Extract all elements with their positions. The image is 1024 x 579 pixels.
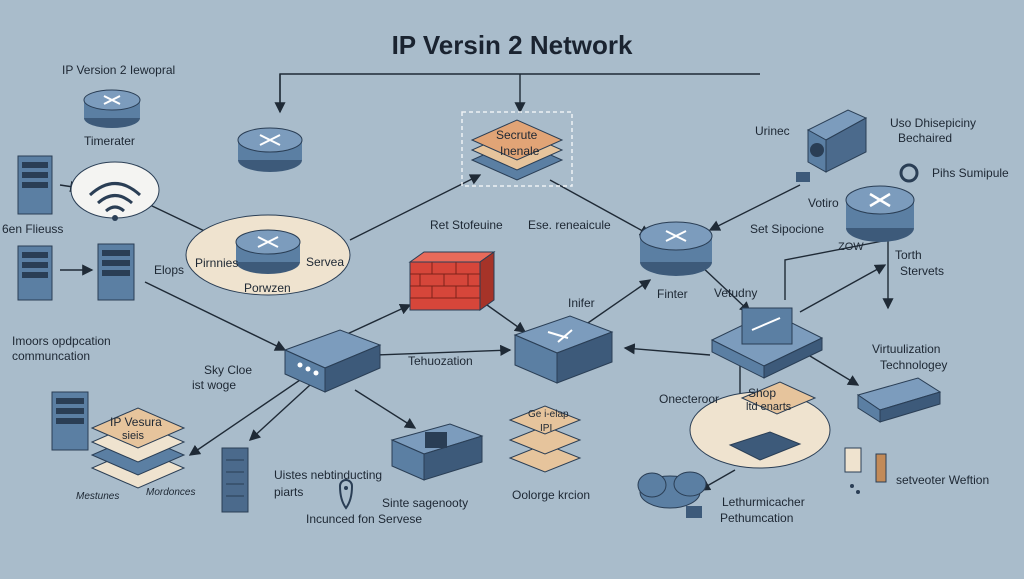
label-zow: ZOW xyxy=(838,241,864,253)
label-timerater: Timerater xyxy=(84,134,135,148)
ring-icon xyxy=(899,163,919,183)
diagram-title: IP Versin 2 Network xyxy=(391,30,633,60)
label-top-left: IP Version 2 Iewopral xyxy=(62,63,176,77)
label-lethurm: Lethurmicacher xyxy=(722,495,805,509)
label-inifer: Inifer xyxy=(568,296,595,310)
label-ese-reneaicule: Ese. reneaicule xyxy=(528,218,611,232)
shop-zone xyxy=(689,381,831,469)
label-mordonces: Mordonces xyxy=(146,487,196,498)
label-pethumcation: Pethumcation xyxy=(720,511,794,525)
connection-hub-finter xyxy=(584,279,652,326)
connection-box-hub xyxy=(623,343,711,356)
label-imoors: Imoors opdpcation xyxy=(12,334,111,348)
label-uso-dhisepiciny: Uso Dhisepiciny xyxy=(890,116,977,130)
label-finter: Finter xyxy=(657,287,688,301)
label-piarts: piarts xyxy=(274,485,304,499)
label-ret-stofeuine: Ret Stofeuine xyxy=(430,218,503,232)
connections xyxy=(59,73,894,491)
connection-switch-firewall xyxy=(344,304,412,336)
location-pin-icon xyxy=(338,479,354,510)
label-ip-vesura: IP Vesura xyxy=(110,415,162,429)
camera-icon xyxy=(796,109,868,182)
connection-server-switch xyxy=(144,281,287,351)
label-elops: Elops xyxy=(154,263,185,277)
label-sky-cloe: Sky Cloe xyxy=(204,363,253,377)
server-tower-icon xyxy=(221,447,249,513)
switch-icon xyxy=(283,329,382,393)
label-ipx: IPI xyxy=(540,423,553,434)
router-icon xyxy=(83,89,141,128)
router-icon xyxy=(639,221,713,276)
label-shop: Shop xyxy=(748,386,777,400)
wifi-icon xyxy=(70,161,160,221)
connection-switch-layers xyxy=(188,379,301,456)
server-icon xyxy=(17,155,53,215)
label-servea: Servea xyxy=(306,255,345,269)
connection-switch-device xyxy=(354,389,417,429)
label-sinte: Sinte sagenooty xyxy=(382,496,469,510)
label-secrute: Secrute xyxy=(496,128,538,142)
connection-torth-loop xyxy=(784,239,889,300)
label-set-sipocione: Set Sipocione xyxy=(750,222,825,236)
server-icon xyxy=(97,243,135,301)
label-communcation: communcation xyxy=(12,349,91,363)
connection-box-torth xyxy=(799,264,887,313)
label-ist-woge: ist woge xyxy=(192,378,237,392)
connection-switch-hub xyxy=(374,344,512,356)
switch-icon xyxy=(513,315,614,384)
setveoter-device-icon xyxy=(844,447,887,494)
label-torth: Torth xyxy=(895,248,922,262)
connection-firewall-hub xyxy=(479,299,527,333)
label-sieis: sieis xyxy=(122,430,145,442)
label-ltd-enarts: ltd enarts xyxy=(746,401,792,413)
ip-vesura-stack xyxy=(90,407,186,489)
server-icon xyxy=(17,245,53,301)
connection-router-secrute xyxy=(349,174,482,241)
label-virtualization: Virtuulization xyxy=(872,342,941,356)
server-icon xyxy=(51,391,89,451)
ge-elap-stack xyxy=(508,405,582,473)
label-pihs-sumipule: Pihs Sumipule xyxy=(932,166,1009,180)
label-porwzen: Porwzen xyxy=(244,281,291,295)
virtualization-device-icon xyxy=(856,377,942,423)
router-icon xyxy=(237,127,303,172)
label-bechaired: Bechaired xyxy=(898,131,953,145)
connection-finter-box xyxy=(699,264,752,313)
connection-camera-finter xyxy=(708,184,801,231)
label-incunced: Incunced fon Servese xyxy=(306,512,423,526)
cloud-icon xyxy=(637,471,707,518)
pirnnies-zone xyxy=(185,214,351,296)
label-uistes: Uistes nebtinducting xyxy=(274,468,383,482)
label-inenale: Inenale xyxy=(500,144,540,158)
router-icon xyxy=(845,185,915,242)
connection-switch-tower xyxy=(248,384,311,441)
label-ooorge: Oolorge krcion xyxy=(512,488,591,502)
connection-secrute-finter xyxy=(549,179,652,236)
label-tehuozation: Tehuozation xyxy=(408,354,473,368)
label-vetudny: Vetudny xyxy=(714,286,758,300)
label-technology: Technologey xyxy=(880,358,948,372)
label-urinec: Urinec xyxy=(755,124,790,138)
label-setveoter: setveoter Weftion xyxy=(896,473,990,487)
label-stervets: Stervets xyxy=(900,264,945,278)
secrute-stack xyxy=(461,111,573,187)
label-gen-fileuss: 6en Flieuss xyxy=(2,222,64,236)
label-pirnnies: Pirnnies xyxy=(195,256,239,270)
label-votiro: Votiro xyxy=(808,196,839,210)
firewall-icon xyxy=(408,251,496,311)
label-onecteroor: Onecteroor xyxy=(659,392,720,406)
switch-icon xyxy=(710,307,824,379)
label-mestunes: Mestunes xyxy=(76,491,120,502)
label-gelap: Ge i-elap xyxy=(528,409,569,420)
device-box-icon xyxy=(390,423,484,481)
